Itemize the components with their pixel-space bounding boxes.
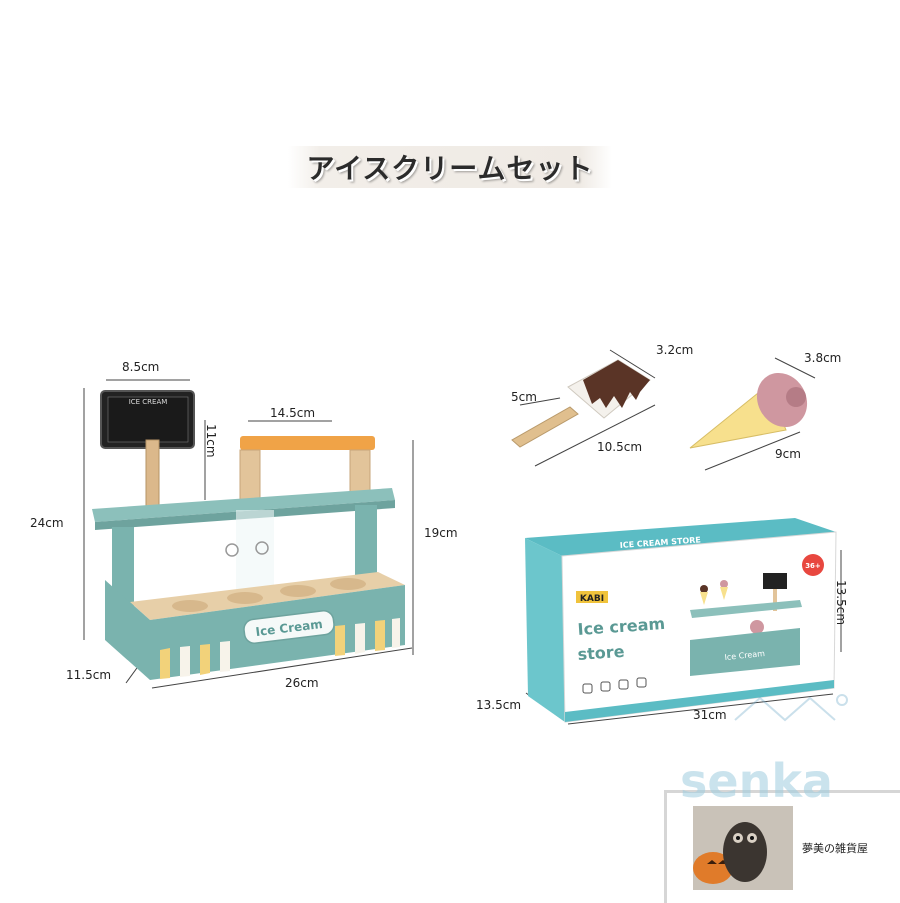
sign-text: ICE CREAM [129, 398, 168, 406]
dim-popsicle-width: 3.2cm [656, 343, 694, 357]
box-brand: KABI [580, 594, 604, 604]
dim-depth: 11.5cm [66, 668, 112, 682]
popsicle-toy [511, 349, 656, 467]
dim-box-length: 31cm [693, 708, 727, 722]
dim-box-height: 13.5cm [834, 580, 848, 626]
dim-base-width: 26cm [285, 676, 319, 690]
packaging-box: KABI ICE CREAM STORE 36+ Ice cream store… [525, 518, 842, 725]
dim-shelf-height: 11cm [204, 424, 218, 458]
dim-side-height: 19cm [424, 526, 458, 540]
dim-shelf-width: 14.5cm [270, 406, 316, 420]
title-banner: アイスクリームセット [288, 146, 612, 188]
dim-popsicle-stick: 5cm [511, 390, 537, 404]
mini-counter-label: Ice Cream [724, 649, 765, 662]
page-title: アイスクリームセット [306, 152, 594, 185]
ice-cream-stand-toy: ICE CREAM [83, 379, 414, 689]
dim-cone-length: 9cm [775, 447, 801, 461]
dim-sign-width: 8.5cm [122, 360, 160, 374]
dim-cone-width: 3.8cm [804, 351, 842, 365]
box-product-name-line2: store [577, 642, 625, 664]
ice-cream-cone-toy [689, 357, 816, 471]
shop-name: 夢美の雑貨屋 [802, 842, 868, 855]
age-badge: 36+ [805, 562, 821, 570]
dim-popsicle-length: 10.5cm [597, 440, 643, 454]
dim-total-height: 24cm [30, 516, 64, 530]
dim-box-depth: 13.5cm [476, 698, 522, 712]
